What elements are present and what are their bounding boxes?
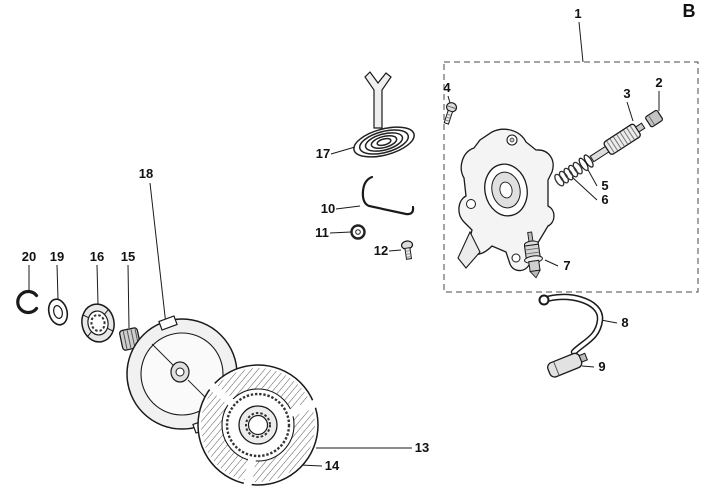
- callout-1: 1: [574, 6, 581, 21]
- callout-5: 5: [601, 178, 608, 193]
- callout-13: 13: [415, 440, 429, 455]
- callout-18: 18: [139, 166, 153, 181]
- pickup-body-part-9: [547, 352, 589, 378]
- callout-12: 12: [374, 243, 388, 258]
- sprocket-part-16: [81, 303, 115, 343]
- screw-part-4: [443, 102, 458, 125]
- circlip-part-20: [16, 289, 39, 315]
- spring-part-17: [353, 71, 415, 158]
- callout-6: 6: [601, 192, 608, 207]
- screw-part-12: [400, 240, 414, 260]
- callout-19: 19: [50, 249, 64, 264]
- callout-10: 10: [321, 201, 335, 216]
- oil-hose-part-8: [538, 293, 604, 356]
- callout-4: 4: [443, 80, 451, 95]
- clutch-assembly-parts-13-14: [197, 364, 319, 487]
- worm-gear-part-3: [589, 122, 646, 163]
- callout-16: 16: [90, 249, 104, 264]
- washers-part-5: [578, 154, 594, 171]
- worm-drive-axis: [554, 109, 664, 187]
- pump-plunger-part-7: [523, 231, 543, 279]
- callout-3: 3: [623, 86, 630, 101]
- callout-8: 8: [621, 315, 628, 330]
- callout-17: 17: [316, 146, 330, 161]
- leader-lines: [28, 21, 660, 467]
- callout-11: 11: [315, 225, 329, 240]
- callout-labels: 1 2 3 4 5 6 7 8 9 10 11 12 13 14 15 16 1…: [22, 6, 663, 473]
- wire-part-10: [361, 175, 415, 216]
- assembly-group-box: [443, 61, 699, 293]
- callout-7: 7: [563, 258, 570, 273]
- cap-part-2: [645, 109, 664, 128]
- grommet-part-11: [350, 224, 366, 240]
- callout-2: 2: [655, 75, 662, 90]
- callout-9: 9: [598, 359, 605, 374]
- section-label: B: [683, 1, 696, 21]
- washer-part-19: [47, 298, 69, 326]
- spring-part-6: [554, 161, 583, 187]
- callout-15: 15: [121, 249, 135, 264]
- callout-14: 14: [325, 458, 340, 473]
- callout-20: 20: [22, 249, 36, 264]
